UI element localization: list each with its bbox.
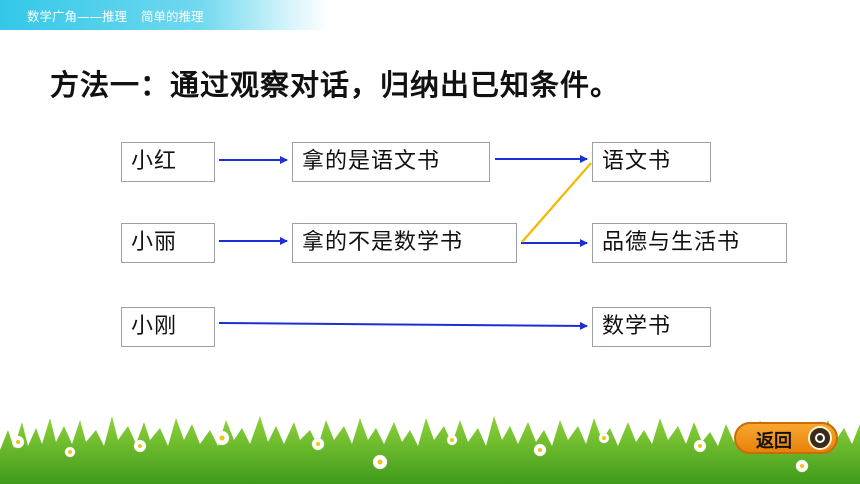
yellow-link xyxy=(521,162,592,243)
statement-box-1: 拿的是语文书 xyxy=(292,142,490,182)
grass-decoration xyxy=(0,416,860,484)
person-box-xiaohong: 小红 xyxy=(121,142,215,182)
statement-box-2: 拿的不是数学书 xyxy=(292,223,517,263)
arrow-5 xyxy=(218,321,588,330)
search-icon xyxy=(808,426,832,450)
page-title: 方法一：通过观察对话，归纳出已知条件。 xyxy=(50,68,621,102)
result-box-chinese: 语文书 xyxy=(592,142,711,182)
back-button-label: 返回 xyxy=(756,431,792,452)
header-bar xyxy=(0,0,330,30)
person-box-xiaogang: 小刚 xyxy=(121,307,215,347)
lesson-title: 简单的推理 xyxy=(141,9,204,24)
back-button[interactable]: 返回 xyxy=(734,422,838,454)
chapter-title: 数学广角——推理 xyxy=(27,9,128,24)
result-box-morality: 品德与生活书 xyxy=(592,223,787,263)
result-box-math: 数学书 xyxy=(592,307,711,347)
person-box-xiaoli: 小丽 xyxy=(121,223,215,263)
breadcrumb: 数学广角——推理简单的推理 xyxy=(27,6,204,25)
